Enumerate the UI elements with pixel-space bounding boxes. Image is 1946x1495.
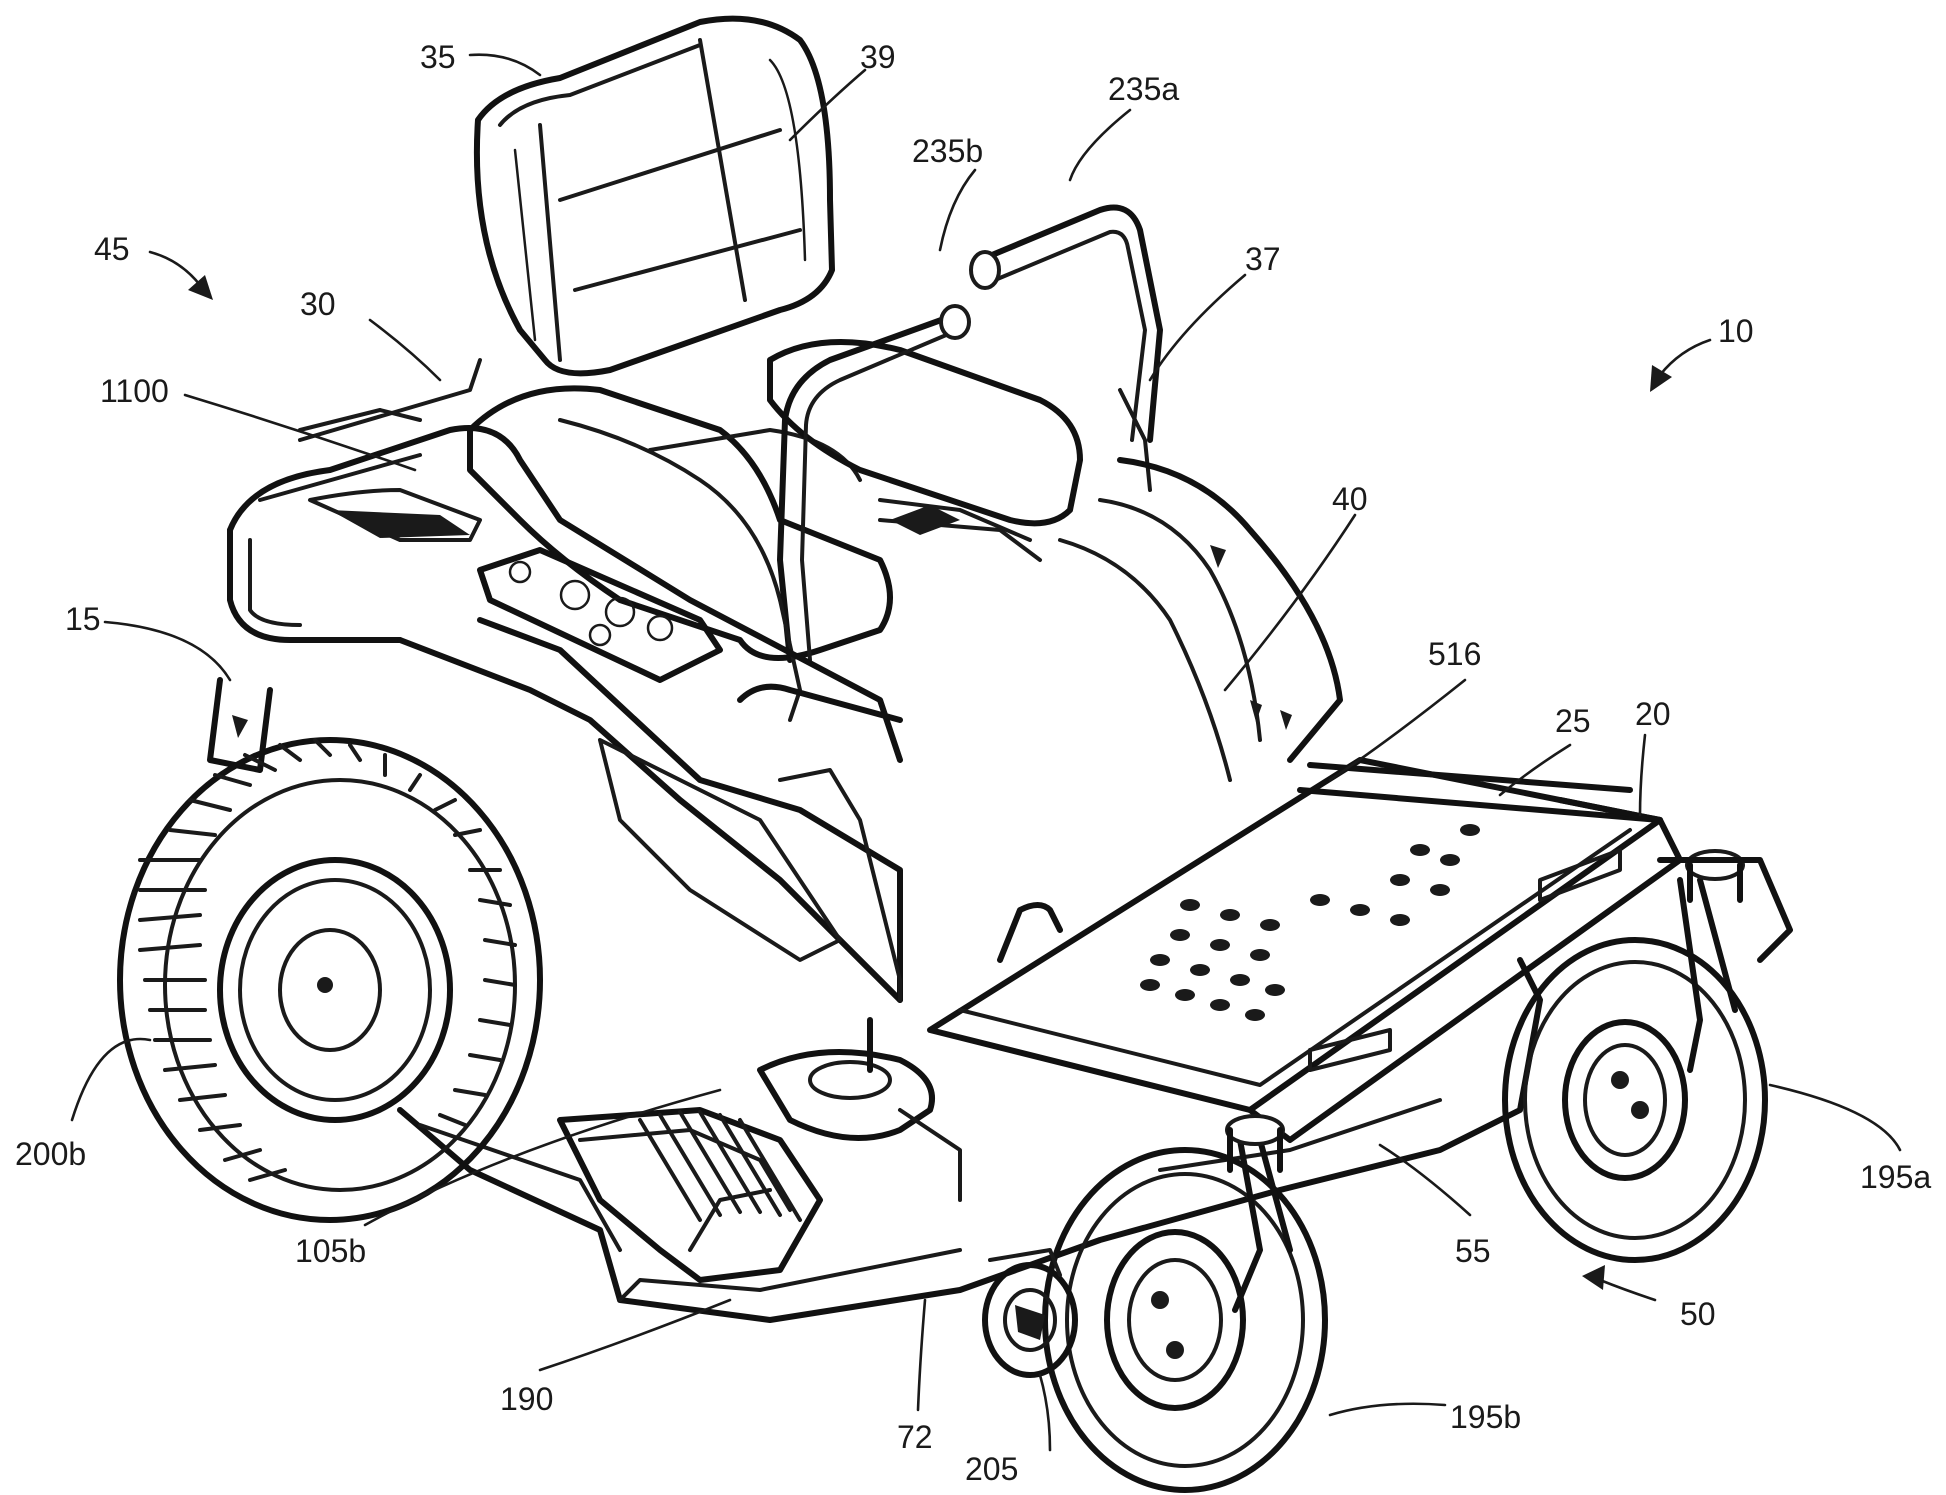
label-195b: 195b — [1450, 1399, 1521, 1435]
reference-arrows — [148, 250, 1712, 1302]
control-panel — [477, 547, 723, 683]
label-39: 39 — [860, 39, 896, 75]
control-lever-235a — [969, 204, 1163, 492]
label-200b: 200b — [15, 1136, 86, 1172]
label-235a: 235a — [1108, 71, 1179, 107]
rear-body — [207, 358, 903, 773]
label-40: 40 — [1332, 481, 1368, 517]
side-body-left — [397, 617, 903, 1003]
label-72: 72 — [897, 1419, 933, 1455]
label-30: 30 — [300, 286, 336, 322]
label-55: 55 — [1455, 1233, 1491, 1269]
seat-cushion — [467, 385, 1042, 661]
anti-scalp-roller-205 — [982, 1248, 1078, 1378]
label-205: 205 — [965, 1451, 1018, 1487]
label-20: 20 — [1635, 696, 1671, 732]
rear-tire-200b — [117, 737, 543, 1223]
footrest-holes — [1140, 824, 1480, 1021]
label-1100: 1100 — [100, 373, 169, 409]
front-caster-195a — [1502, 849, 1793, 1263]
seat-back — [473, 15, 835, 377]
label-190: 190 — [500, 1381, 553, 1417]
label-195a: 195a — [1860, 1159, 1931, 1195]
right-fender — [1058, 457, 1343, 782]
label-37: 37 — [1245, 241, 1281, 277]
label-50: 50 — [1680, 1296, 1716, 1332]
armrest-right — [767, 339, 1083, 542]
label-105b: 105b — [295, 1233, 366, 1269]
label-516: 516 — [1428, 636, 1481, 672]
label-10: 10 — [1718, 313, 1754, 349]
label-45: 45 — [94, 231, 130, 267]
label-35: 35 — [420, 39, 456, 75]
label-25: 25 — [1555, 703, 1591, 739]
leader-lines — [70, 53, 1902, 1452]
label-235b: 235b — [912, 133, 983, 169]
front-caster-195b — [1042, 1114, 1328, 1493]
label-15: 15 — [65, 601, 101, 637]
